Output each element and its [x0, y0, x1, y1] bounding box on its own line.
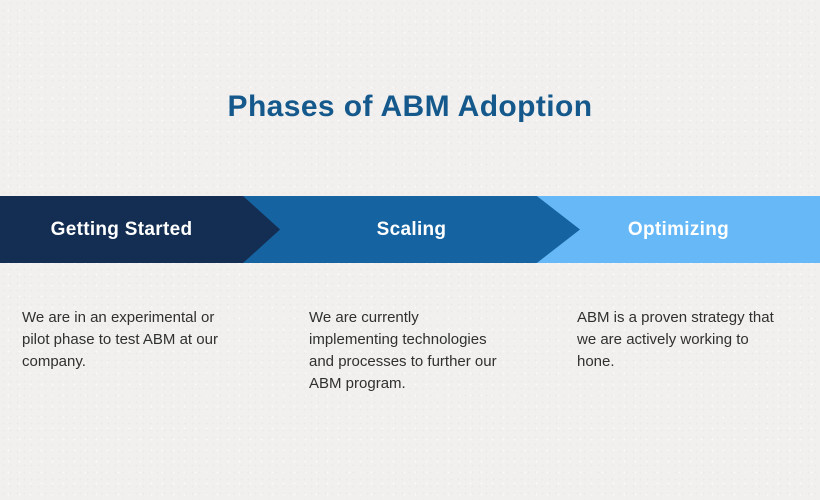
phase-arrow-getting-started: Getting Started [0, 196, 280, 263]
phase-description-optimizing: ABM is a proven strategy that we are act… [577, 309, 774, 370]
phase-label-scaling: Scaling [376, 218, 447, 240]
phase-description-scaling: We are currently implementing technologi… [309, 309, 497, 392]
phase-label-optimizing: Optimizing [627, 218, 730, 240]
phase-arrow-band: Getting Started Scaling Optimizing [0, 196, 820, 263]
phase-band-optimizing: Optimizing [537, 196, 820, 263]
phase-arrow-scaling: Scaling [243, 196, 580, 263]
phase-label-getting-started: Getting Started [50, 218, 193, 240]
page-title: Phases of ABM Adoption [227, 90, 593, 123]
phase-description-getting-started: We are in an experimental or pilot phase… [22, 309, 218, 370]
